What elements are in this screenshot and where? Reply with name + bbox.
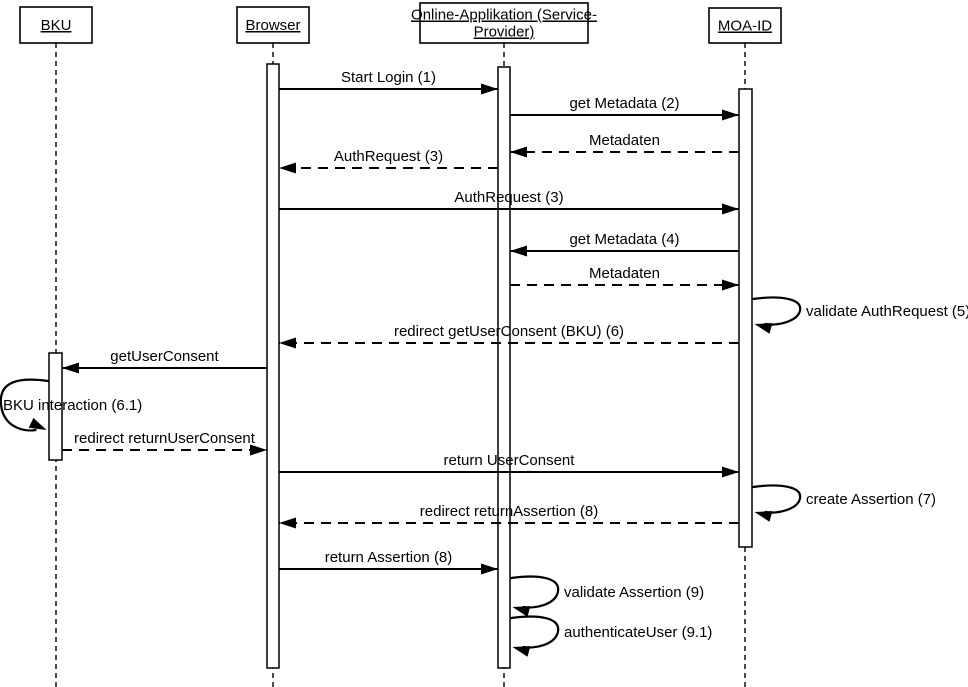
message-get-metadata-4: get Metadata (4) <box>510 231 739 257</box>
activation-bar-moaid <box>738 88 753 548</box>
message-redirect-returnassertion-8: redirect returnAssertion (8) <box>279 503 739 529</box>
message-authrequest-3: AuthRequest (3) <box>279 148 498 174</box>
self-message-arc <box>751 296 802 326</box>
message-getuserconsent: getUserConsent <box>62 348 267 374</box>
message-arrowhead <box>510 146 527 158</box>
message-metadaten: Metadaten <box>510 132 739 158</box>
message-arrowhead <box>481 83 498 95</box>
participant-label-browser: Browser <box>245 17 300 34</box>
message-label: get Metadata (2) <box>569 95 679 112</box>
self-message-authenticateuser-9-1: authenticateUser (9.1) <box>509 615 712 657</box>
message-metadaten: Metadaten <box>510 265 739 291</box>
message-label: authenticateUser (9.1) <box>564 624 712 641</box>
message-label: create Assertion (7) <box>806 491 936 508</box>
self-message-validate-authrequest-5: validate AuthRequest (5) <box>751 296 968 334</box>
message-return-assertion-8: return Assertion (8) <box>279 549 498 575</box>
message-arrowhead <box>279 337 296 349</box>
message-arrowhead <box>62 362 79 374</box>
message-arrowhead <box>510 245 527 257</box>
participant-label-oa: Online-Applikation (Service- <box>411 7 597 24</box>
message-start-login-1: Start Login (1) <box>279 69 498 95</box>
message-redirect-getuserconsent-bku-6: redirect getUserConsent (BKU) (6) <box>279 323 739 349</box>
self-message-arrowhead <box>512 606 531 617</box>
participant-label-oa: Provider) <box>474 24 535 41</box>
message-label: Start Login (1) <box>341 69 436 86</box>
participant-box-bku <box>19 6 93 44</box>
self-message-arc <box>0 378 50 432</box>
self-message-arc <box>509 615 560 649</box>
message-arrowhead <box>722 466 739 478</box>
message-label: Metadaten <box>589 265 660 282</box>
message-return-userconsent: return UserConsent <box>279 452 739 478</box>
self-message-arrowhead <box>512 646 531 657</box>
message-label: AuthRequest (3) <box>454 189 563 206</box>
self-message-arc <box>509 575 560 609</box>
message-get-metadata-2: get Metadata (2) <box>510 95 739 121</box>
self-message-create-assertion-7: create Assertion (7) <box>751 484 936 522</box>
message-label: redirect getUserConsent (BKU) (6) <box>394 323 624 340</box>
message-label: getUserConsent <box>110 348 219 365</box>
message-label: BKU interaction (6.1) <box>3 397 142 414</box>
participant-box-oa <box>419 2 589 44</box>
message-authrequest-3: AuthRequest (3) <box>279 189 739 215</box>
participant-box-browser <box>236 6 310 44</box>
self-message-validate-assertion-9: validate Assertion (9) <box>509 575 704 617</box>
participant-label-moaid: MOA-ID <box>718 18 772 35</box>
activation-bar-browser <box>266 63 280 669</box>
message-arrowhead <box>722 203 739 215</box>
message-label: return UserConsent <box>444 452 576 469</box>
message-arrowhead <box>279 517 296 529</box>
message-label: redirect returnAssertion (8) <box>420 503 598 520</box>
message-label: get Metadata (4) <box>569 231 679 248</box>
message-arrowhead <box>722 279 739 291</box>
message-arrowhead <box>250 444 267 456</box>
activation-bar-bku <box>48 352 63 461</box>
message-arrowhead <box>722 109 739 121</box>
activation-bar-oa <box>497 66 511 669</box>
self-message-arrowhead <box>754 511 773 522</box>
message-label: validate AuthRequest (5) <box>806 303 968 320</box>
message-label: Metadaten <box>589 132 660 149</box>
message-redirect-returnuserconsent: redirect returnUserConsent <box>62 430 267 456</box>
message-arrowhead <box>279 162 296 174</box>
participant-box-moaid <box>708 7 782 44</box>
self-message-bku-interaction-6-1: BKU interaction (6.1) <box>0 378 142 432</box>
message-label: redirect returnUserConsent <box>74 430 256 447</box>
participant-label-bku: BKU <box>41 17 72 34</box>
message-label: return Assertion (8) <box>325 549 453 566</box>
self-message-arrowhead <box>754 323 773 334</box>
self-message-arrowhead <box>28 417 47 430</box>
message-label: AuthRequest (3) <box>334 148 443 165</box>
message-arrowhead <box>481 563 498 575</box>
message-label: validate Assertion (9) <box>564 584 704 601</box>
self-message-arc <box>751 484 802 514</box>
